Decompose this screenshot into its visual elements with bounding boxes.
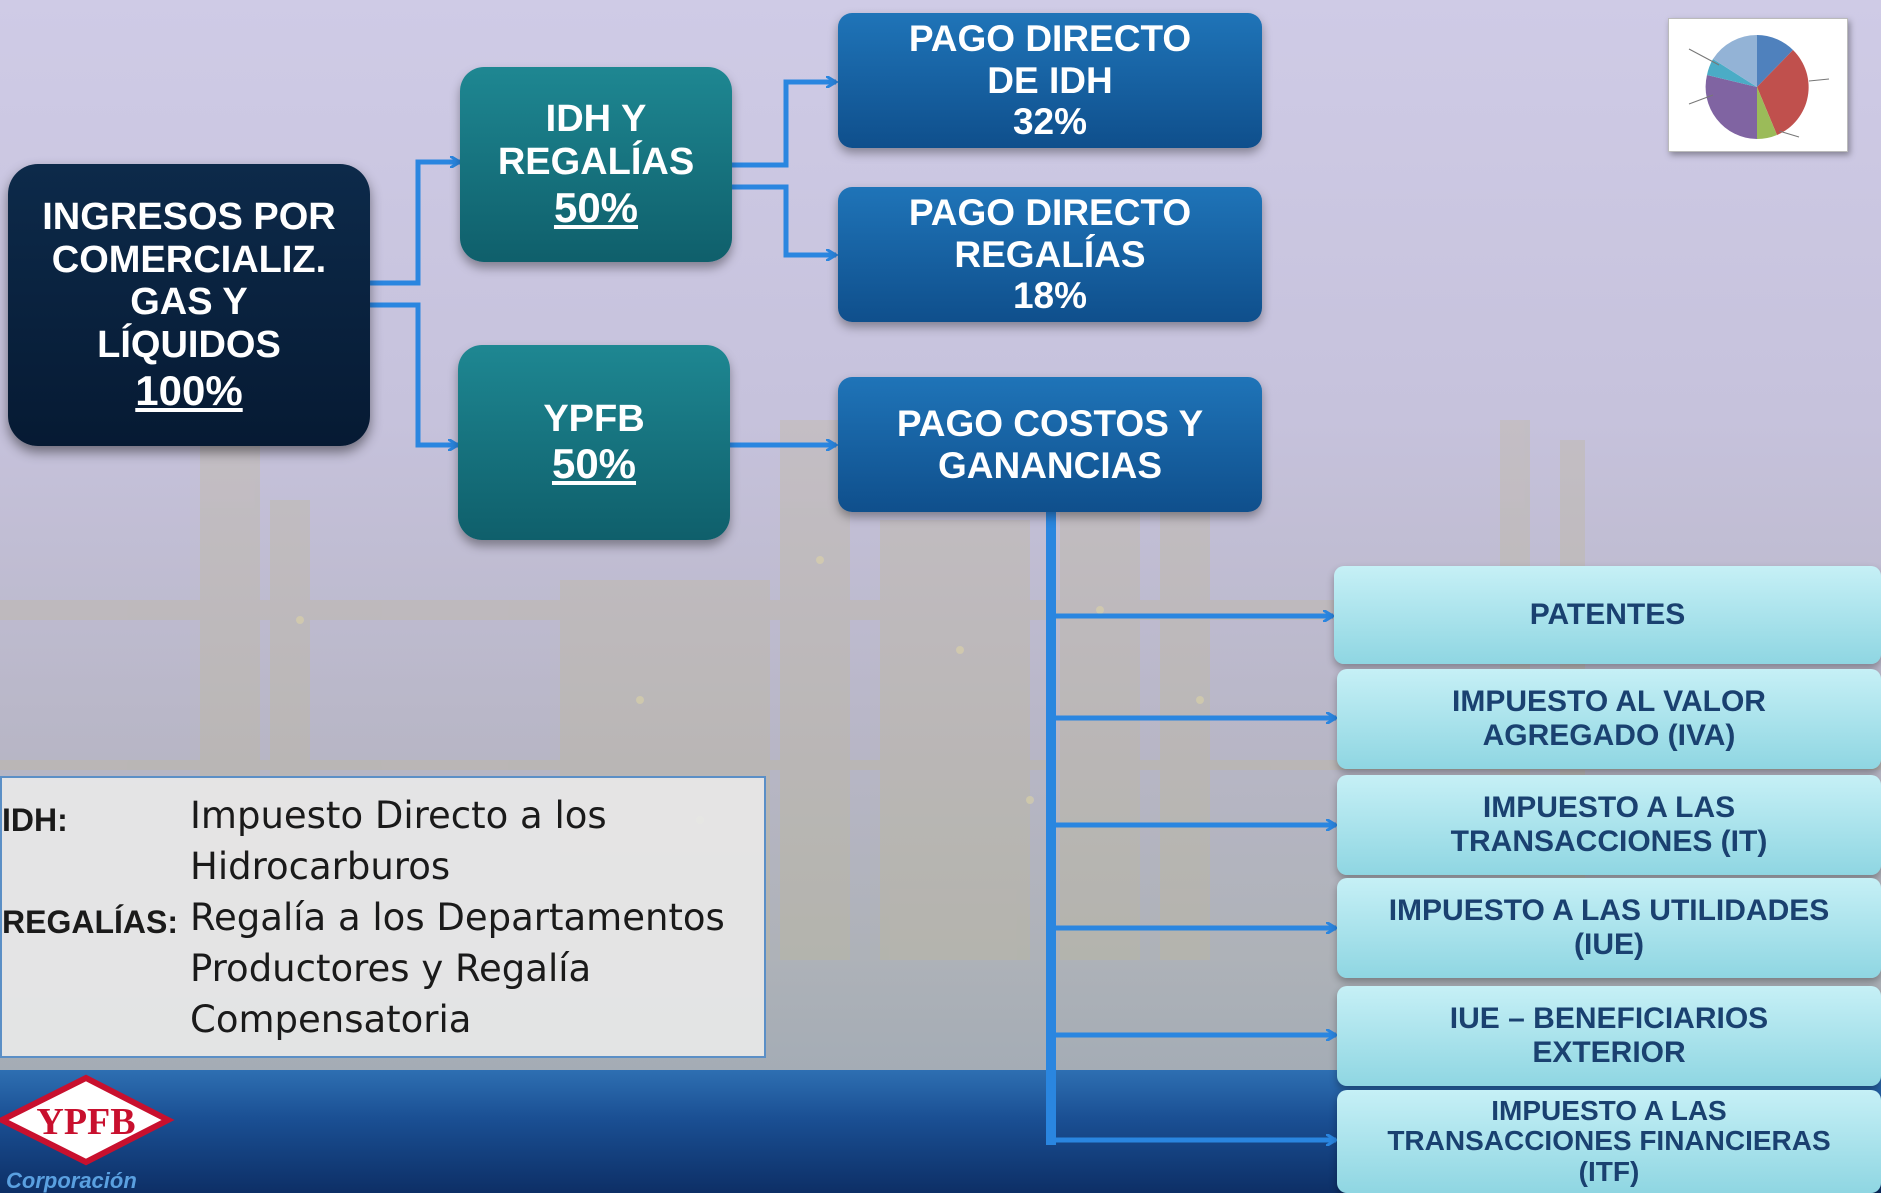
legend-desc-idh-2: Hidrocarburos: [190, 845, 451, 888]
tax-box-iue: IMPUESTO A LAS UTILIDADES (IUE): [1337, 878, 1881, 978]
tax-it-line-1: IMPUESTO A LAS: [1482, 791, 1736, 825]
root-line-2: COMERCIALIZ.: [51, 238, 327, 281]
tax-box-it: IMPUESTO A LAS TRANSACCIONES (IT): [1337, 775, 1881, 875]
ypfb-percentage: 50%: [551, 440, 637, 488]
tax-iue-line-1: IMPUESTO A LAS UTILIDADES: [1388, 894, 1830, 928]
root-line-1: INGRESOS POR: [42, 196, 336, 239]
legend-desc-idh-1: Impuesto Directo a los: [190, 794, 607, 837]
tax-itf-line-1: IMPUESTO A LAS: [1491, 1095, 1727, 1127]
tax-iue-ext-line-2: EXTERIOR: [1532, 1036, 1686, 1069]
legend-desc-regalias-2: Productores y Regalía: [190, 947, 592, 990]
tax-it-line-2: TRANSACCIONES (IT): [1450, 825, 1768, 858]
box-pago-directo-idh: PAGO DIRECTO DE IDH 32%: [838, 13, 1262, 148]
pago-regalias-line-3: 18%: [1012, 275, 1088, 317]
idh-regalias-line-2: REGALÍAS: [497, 140, 695, 183]
box-pago-costos-ganancias: PAGO COSTOS Y GANANCIAS: [838, 377, 1262, 512]
tax-iue-ext-line-1: IUE – BENEFICIARIOS: [1449, 1002, 1769, 1036]
box-idh-regalias: IDH Y REGALÍAS 50%: [460, 67, 732, 262]
pago-costos-line-1: PAGO COSTOS Y: [896, 403, 1204, 445]
tax-box-itf: IMPUESTO A LAS TRANSACCIONES FINANCIERAS…: [1337, 1090, 1881, 1193]
logo-subtitle: Corporación: [6, 1168, 137, 1193]
legend-desc-regalias-1: Regalía a los Departamentos: [190, 896, 725, 939]
pie-chart-thumbnail-image: [1688, 34, 1830, 139]
tax-itf-line-3: (ITF): [1578, 1155, 1640, 1187]
tax-box-iva: IMPUESTO AL VALOR AGREGADO (IVA): [1337, 669, 1881, 769]
root-line-4: LÍQUIDOS: [97, 324, 281, 367]
ypfb-logo: YPFB Corporación: [0, 1074, 175, 1193]
pago-regalias-line-1: PAGO DIRECTO: [908, 192, 1192, 234]
tax-iva-line-2: AGREGADO (IVA): [1482, 719, 1736, 752]
idh-regalias-percentage: 50%: [553, 183, 639, 231]
legend-key-idh: IDH:: [2, 802, 68, 838]
legend-box: IDH: Impuesto Directo a los Hidrocarburo…: [0, 776, 766, 1058]
legend-desc-regalias-3: Compensatoria: [190, 998, 472, 1041]
tax-itf-line-2: TRANSACCIONES FINANCIERAS: [1387, 1125, 1831, 1157]
pie-chart-thumbnail: [1668, 18, 1848, 152]
tax-box-patentes: PATENTES: [1334, 566, 1881, 664]
pago-costos-line-2: GANANCIAS: [937, 444, 1163, 486]
logo-text: YPFB: [36, 1101, 135, 1143]
pago-idh-line-3: 32%: [1012, 101, 1088, 143]
tax-iva-line-1: IMPUESTO AL VALOR: [1452, 685, 1766, 719]
box-pago-directo-regalias: PAGO DIRECTO REGALÍAS 18%: [838, 187, 1262, 322]
tax-iue-line-2: (IUE): [1574, 928, 1644, 961]
root-box-ingresos: INGRESOS POR COMERCIALIZ. GAS Y LÍQUIDOS…: [8, 164, 370, 446]
root-line-3: GAS Y: [130, 281, 248, 324]
idh-regalias-line-1: IDH Y: [545, 98, 647, 141]
box-ypfb: YPFB 50%: [458, 345, 730, 540]
pago-idh-line-1: PAGO DIRECTO: [908, 18, 1192, 60]
pago-idh-line-2: DE IDH: [987, 59, 1113, 101]
ypfb-line-1: YPFB: [543, 397, 645, 440]
root-percentage: 100%: [135, 366, 243, 414]
pago-regalias-line-2: REGALÍAS: [954, 233, 1146, 275]
tax-patentes-line-1: PATENTES: [1529, 598, 1686, 632]
legend-key-regalias: REGALÍAS:: [2, 904, 178, 940]
tax-box-iue-beneficiarios: IUE – BENEFICIARIOS EXTERIOR: [1337, 986, 1881, 1086]
